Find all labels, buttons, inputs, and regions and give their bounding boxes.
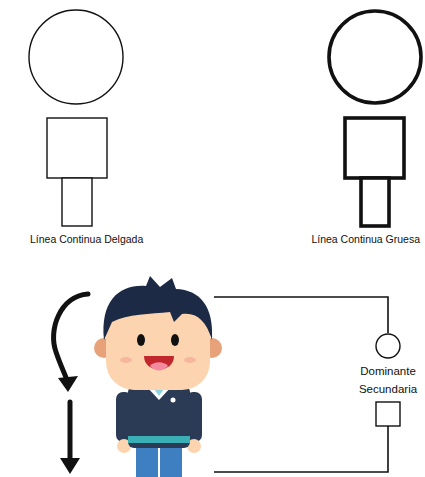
figure-caption: Línea Continua Gruesa	[311, 233, 420, 245]
node-label: Dominante	[360, 365, 416, 378]
figure-caption: Línea Continua Delgada	[30, 233, 143, 245]
motion-arrows	[54, 294, 88, 462]
node-label: Secundaria	[359, 383, 417, 396]
thick-line-figure	[329, 11, 421, 226]
thin-line-figure	[29, 10, 123, 226]
straight-arrow	[68, 402, 73, 462]
circle-node: Dominante	[360, 333, 416, 378]
square-node: Secundaria	[359, 383, 417, 427]
arrowhead	[60, 458, 80, 474]
arrowhead	[58, 376, 78, 392]
curved-arrow	[54, 294, 88, 380]
cartoon-person	[94, 276, 222, 477]
square-symbol	[375, 401, 401, 427]
circle-symbol	[375, 333, 401, 359]
